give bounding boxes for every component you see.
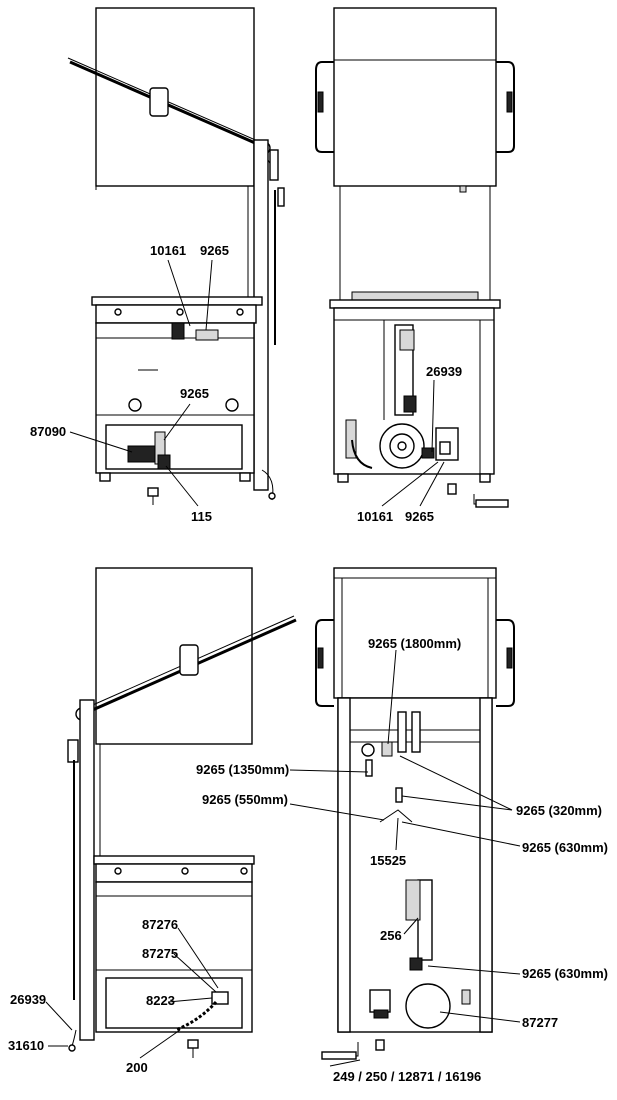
callout-labels: 10161 9265 9265 87090 115 26939 10161 92… — [8, 243, 608, 1084]
table-top — [91, 296, 263, 306]
callout-26939: 26939 — [426, 364, 462, 379]
callout-115: 115 — [191, 509, 212, 524]
booster-tank — [405, 983, 451, 1029]
callout-31610: 31610 — [8, 1038, 44, 1053]
callout-9265-320mm: 9265 (320mm) — [516, 803, 602, 818]
view-top-left — [67, 7, 285, 505]
view-bottom-right — [315, 567, 515, 1060]
callout-249-250-12871-16196: 249 / 250 / 12871 / 16196 — [333, 1069, 481, 1084]
callout-9265-630mm: 9265 (630mm) — [522, 840, 608, 855]
callout-26939: 26939 — [10, 992, 46, 1007]
hood-handle-left — [315, 619, 334, 707]
hood — [95, 7, 255, 187]
callout-9265: 9265 — [180, 386, 209, 401]
hood-handle-right — [496, 619, 515, 707]
callout-9265: 9265 — [200, 243, 229, 258]
callout-87277: 87277 — [522, 1015, 558, 1030]
callout-9265-1800mm: 9265 (1800mm) — [368, 636, 461, 651]
callout-256: 256 — [380, 928, 402, 943]
wash-rack — [351, 291, 479, 301]
callout-87275: 87275 — [142, 946, 178, 961]
callout-10161: 10161 — [357, 509, 393, 524]
callout-8223: 8223 — [146, 993, 175, 1008]
hood — [333, 7, 497, 187]
hood-handle-left — [315, 61, 334, 153]
hood — [333, 567, 497, 699]
hood-handle-right — [496, 61, 515, 153]
leader-lines — [45, 259, 521, 1067]
callout-15525: 15525 — [370, 853, 406, 868]
callout-9265-630mm: 9265 (630mm) — [522, 966, 608, 981]
view-top-right — [315, 7, 515, 508]
callout-9265-1350mm: 9265 (1350mm) — [196, 762, 289, 777]
view-bottom-left — [67, 567, 297, 1058]
hood — [95, 567, 253, 745]
callout-9265-550mm: 9265 (550mm) — [202, 792, 288, 807]
callout-87090: 87090 — [30, 424, 66, 439]
lift-handle — [75, 615, 297, 721]
table-top — [93, 855, 255, 865]
callout-200: 200 — [126, 1060, 148, 1075]
callout-10161: 10161 — [150, 243, 186, 258]
callout-87276: 87276 — [142, 917, 178, 932]
callout-9265: 9265 — [405, 509, 434, 524]
